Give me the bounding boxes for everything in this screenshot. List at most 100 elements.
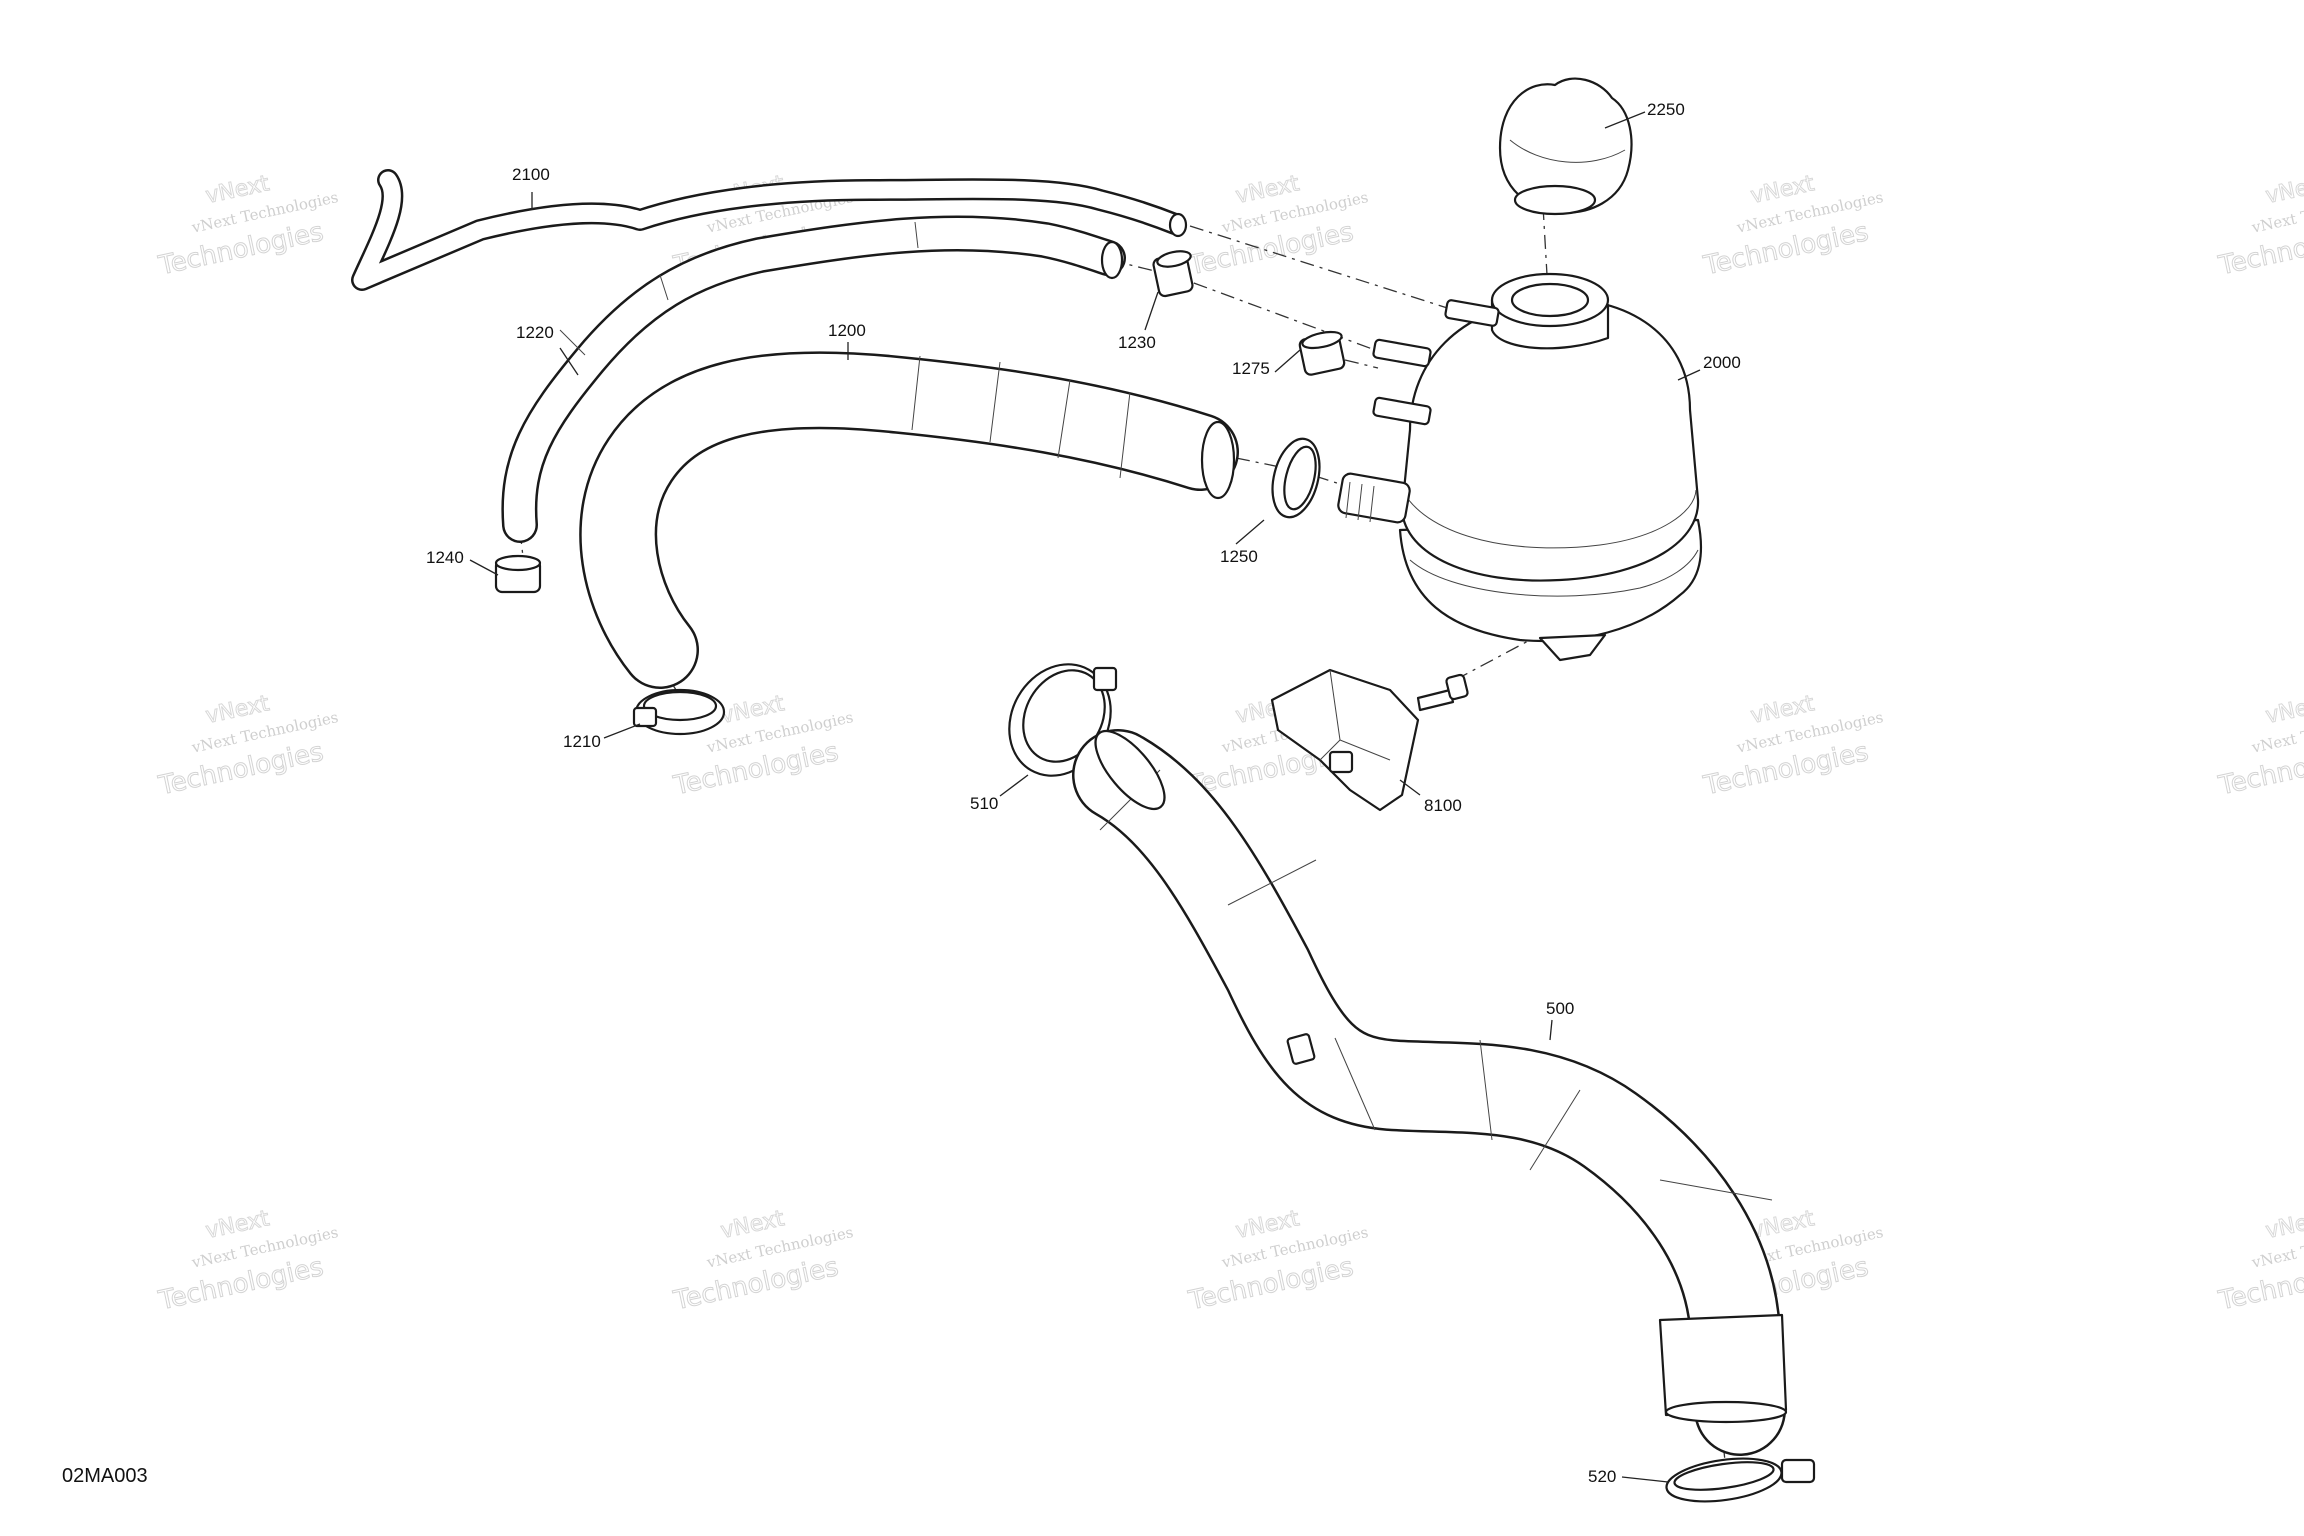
callout-labels: 2250 2100 1230 1220 1200 1275 2000 1240 …: [426, 100, 1741, 1486]
hose-1220-inner: [503, 217, 1124, 541]
watermark-tile: vNext Technologies Technologies vNext: [1700, 691, 1885, 802]
callout-1210: 1210: [563, 732, 601, 751]
expansion-tank-2000: [1337, 272, 1703, 662]
callout-2000: 2000: [1703, 353, 1741, 372]
clamp-1230: [1152, 250, 1194, 298]
clamp-510-screw: [1092, 666, 1118, 692]
watermark-tile: vNext Technologies Technologies vNext: [1700, 171, 1885, 282]
hose-1200-inner: [581, 353, 1237, 687]
centerline-tank-to-8100: [1454, 639, 1531, 681]
leader-1220: [559, 347, 579, 376]
bracket-sensor-stem: [1416, 688, 1455, 712]
hose-1200-end: [1200, 420, 1236, 500]
bracket-tab: [1328, 750, 1354, 774]
hose-2100: [351, 169, 1188, 291]
hose-1200: [579, 351, 1239, 689]
callout-1240: 1240: [426, 548, 464, 567]
hose-2100-end: [1168, 212, 1188, 238]
callout-8100: 8100: [1424, 796, 1462, 815]
watermark-tile: vNext Technologies Technologies vNext: [670, 1206, 855, 1317]
callout-520: 520: [1588, 1467, 1616, 1486]
clamp-1275: [1298, 330, 1346, 376]
hose-500: [1072, 729, 1788, 1456]
bracket-8100: [1270, 668, 1469, 812]
leader-2000: [1677, 369, 1701, 381]
centerline-2100-to-tank: [1189, 225, 1461, 313]
callout-2250: 2250: [1647, 100, 1685, 119]
clamp-1210-screw: [632, 706, 658, 728]
tank-outlet-ribs: [1345, 481, 1375, 523]
watermark-tile: vNext Technologies Technologies vNext: [155, 1206, 340, 1317]
cap-base-ring: [1513, 184, 1597, 216]
hose-500-inner: [1074, 731, 1784, 1454]
clamp-520-screw: [1780, 1458, 1816, 1484]
hose-500-tab: [1286, 1033, 1316, 1065]
hose-1220-section: [559, 221, 919, 356]
leader-8100: [1399, 779, 1421, 796]
watermark-tile: vNext Technologies Technologies vNext: [155, 691, 340, 802]
leader-1210: [603, 723, 641, 739]
callout-2100: 2100: [512, 165, 550, 184]
callout-1200: 1200: [828, 321, 866, 340]
watermark-tile: vNext Technologies Technologies vNext: [2215, 1206, 2304, 1317]
leader-1230: [1144, 291, 1159, 331]
tank-seam: [1401, 489, 1697, 549]
watermark-layer: vNext Technologies Technologies vNext vN…: [155, 171, 2304, 1317]
hose-1200-section: [911, 355, 1131, 479]
tank-nipple-middle: [1372, 338, 1432, 368]
cap-grip-line: [1509, 139, 1626, 163]
watermark-tile: vNext Technologies Technologies vNext: [155, 171, 340, 282]
callout-510: 510: [970, 794, 998, 813]
clamp-1230-rim: [1156, 250, 1192, 268]
leader-2250: [1604, 111, 1646, 129]
watermark-tile: vNext Technologies Technologies vNext: [1185, 1206, 1370, 1317]
hose-1220-end: [1100, 240, 1124, 280]
watermark-tile: vNext Technologies Technologies vNext: [2215, 171, 2304, 282]
hose-500-lower-end: [1664, 1400, 1788, 1424]
hose-500-section: [1099, 769, 1773, 1201]
watermark-line3: vNext: [2264, 1206, 2304, 1244]
leader-lines: [469, 111, 1701, 1483]
tank-nipple-top: [1444, 299, 1500, 327]
watermark-tile: vNext Technologies Technologies vNext: [1185, 171, 1370, 282]
tank-nipples: [1337, 299, 1500, 524]
callout-500: 500: [1546, 999, 1574, 1018]
tank-filler-opening: [1510, 282, 1590, 318]
watermark-line3: vNext: [2264, 691, 2304, 729]
hose-500-lower-sleeve: [1658, 1313, 1788, 1417]
clamp-1210-bore: [642, 690, 718, 722]
clamp-1210: [632, 688, 726, 736]
pressure-cap-2250: [1498, 77, 1633, 216]
leader-1240: [469, 559, 499, 576]
drawing-reference: 02MA003: [62, 1465, 148, 1487]
callout-1230: 1230: [1118, 333, 1156, 352]
bracket-fold: [1319, 669, 1391, 761]
callout-1275: 1275: [1232, 359, 1270, 378]
callout-1220: 1220: [516, 323, 554, 342]
centerline-1275-to-tank: [1344, 359, 1379, 369]
clamp-520: [1665, 1457, 1816, 1503]
clamp-1250: [1271, 437, 1321, 519]
clamp-1275-rim: [1301, 330, 1343, 350]
hose-2100-inner: [353, 171, 1184, 289]
hose-1220: [501, 215, 1126, 543]
bracket-sensor-tip: [1445, 673, 1469, 701]
hose-500-upper-end: [1094, 729, 1166, 811]
tank-lower-seam: [1409, 549, 1699, 597]
clamp-1240-rim: [494, 554, 542, 572]
clamp-1250-bore: [1283, 445, 1317, 511]
leader-520: [1621, 1476, 1669, 1483]
clamp-520-bore: [1673, 1461, 1775, 1491]
leader-500: [1549, 1019, 1553, 1041]
clamp-1240: [494, 554, 542, 594]
leader-510: [999, 774, 1029, 797]
watermark-tile: vNext Technologies Technologies vNext: [2215, 691, 2304, 802]
leader-1275: [1274, 349, 1301, 373]
tank-foot: [1538, 633, 1607, 662]
leader-1250: [1235, 519, 1265, 545]
tank-nipple-lower: [1372, 396, 1432, 426]
callout-1250: 1250: [1220, 547, 1258, 566]
bracket-body: [1270, 668, 1420, 812]
watermark-line3: vNext: [2264, 171, 2304, 209]
